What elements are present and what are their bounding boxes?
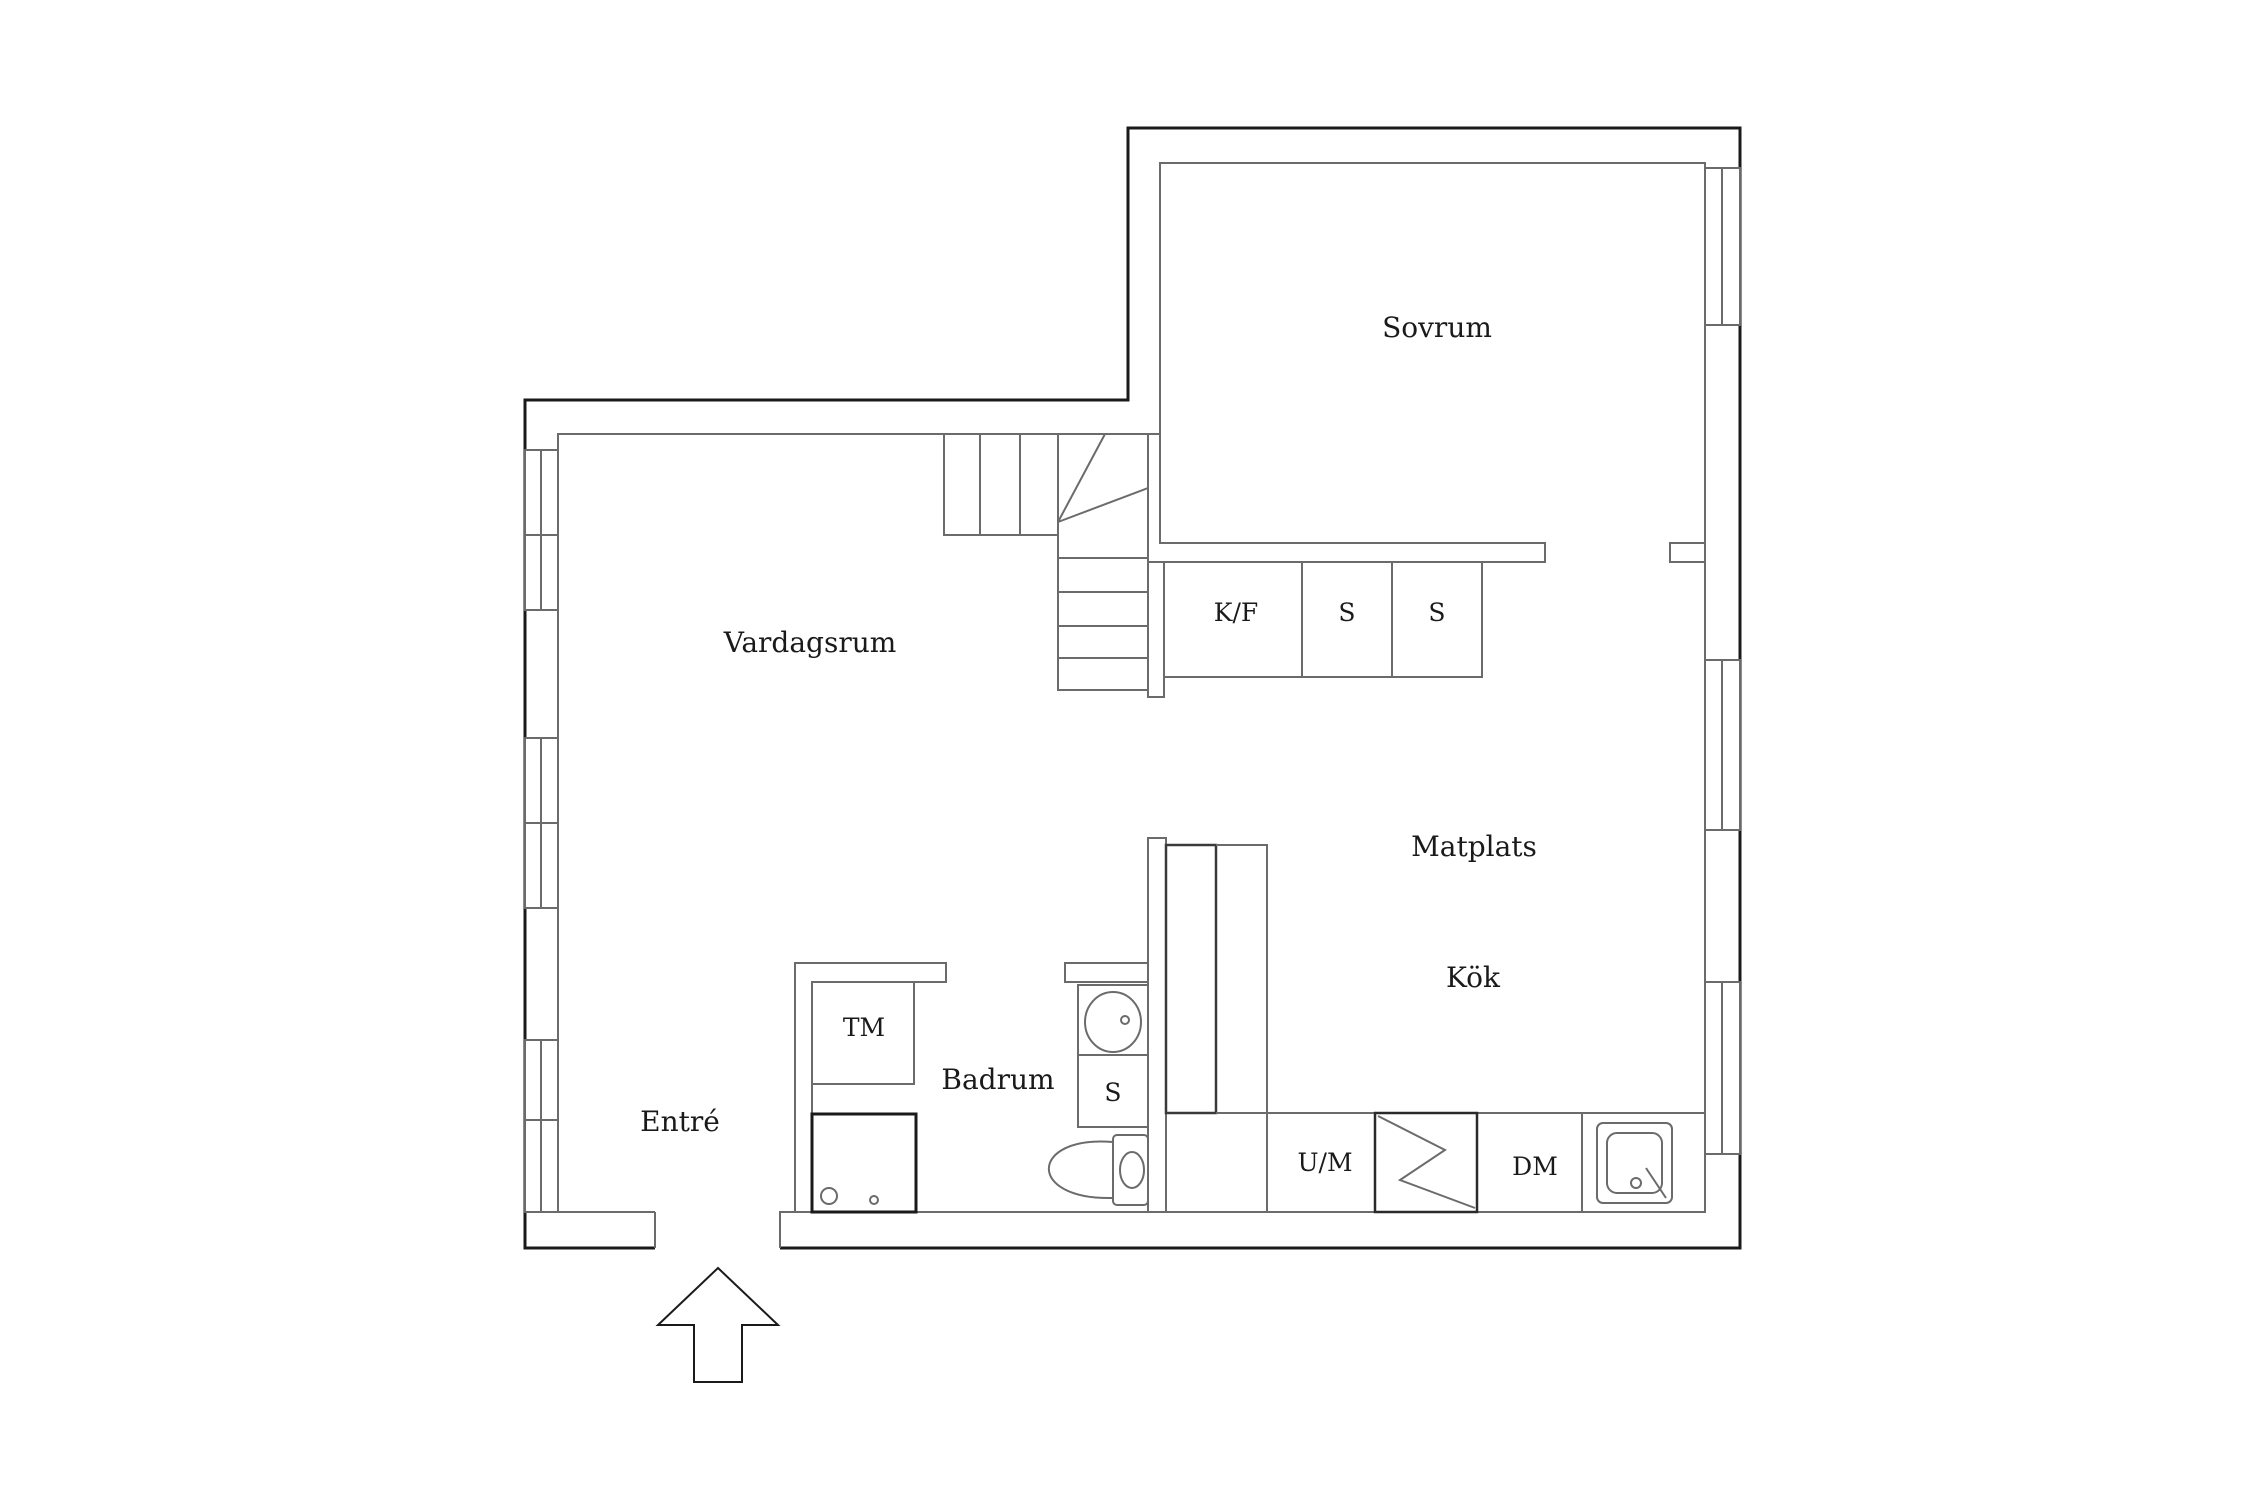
room-label-kok: Kök (1446, 961, 1501, 994)
fixture-label-s-bath: S (1104, 1078, 1121, 1107)
wardrobe-s2 (1391, 561, 1483, 678)
bathroom (779, 962, 1149, 1248)
fixture-label-um: U/M (1297, 1148, 1352, 1177)
bedroom-partition (1159, 434, 1706, 563)
windows-right (1704, 167, 1741, 1155)
toilet-icon (1047, 1134, 1149, 1206)
washer-tm (811, 981, 915, 1085)
kitchen-island (1147, 837, 1705, 1213)
wardrobes (1163, 561, 1483, 678)
wardrobe-kf (1163, 561, 1303, 678)
wardrobe-s1 (1301, 561, 1393, 678)
windows-left (524, 449, 559, 1213)
fixture-label-s2: S (1428, 598, 1445, 627)
staircase (943, 433, 1165, 698)
fixture-label-dm: DM (1512, 1152, 1558, 1181)
fixture-label-tm: TM (843, 1013, 885, 1042)
fixture-label-kf: K/F (1214, 598, 1258, 627)
room-label-vardagsrum: Vardagsrum (723, 626, 897, 659)
room-label-badrum: Badrum (941, 1063, 1054, 1096)
entrance-arrow-icon (655, 1266, 781, 1383)
kitchen-counter (1266, 1111, 1673, 1214)
fixture-label-s1: S (1338, 598, 1355, 627)
shower (810, 1112, 918, 1214)
entrance-door (654, 1210, 781, 1250)
bath-cabinet-s (1077, 1054, 1149, 1128)
room-label-entre: Entré (640, 1105, 720, 1138)
room-label-matplats: Matplats (1411, 830, 1537, 863)
room-label-sovrum: Sovrum (1382, 311, 1492, 344)
